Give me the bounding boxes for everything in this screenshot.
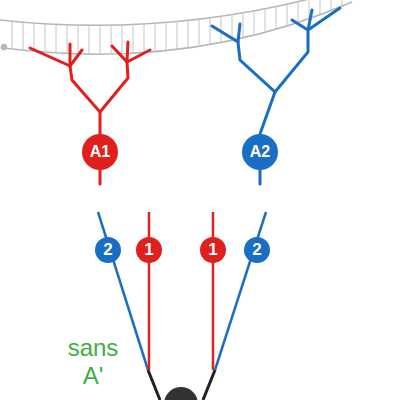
dendrite bbox=[238, 24, 240, 42]
band-hatch bbox=[243, 13, 244, 37]
axon-terminal bbox=[203, 370, 215, 400]
band-hatch bbox=[89, 25, 90, 54]
band-hatch bbox=[331, 0, 332, 10]
neuron-soma: A2 bbox=[242, 134, 278, 170]
axon bbox=[259, 170, 262, 184]
callout-number: 1 bbox=[136, 237, 162, 263]
a2-dendrites bbox=[212, 8, 340, 184]
callout-number: 2 bbox=[244, 237, 270, 263]
band-upper-edge bbox=[0, 0, 360, 25]
annotation-text: sans A' bbox=[56, 334, 130, 390]
node-label: A1 bbox=[90, 143, 110, 161]
band-hatch bbox=[265, 9, 266, 31]
neuron-soma: A1 bbox=[82, 134, 118, 170]
dendrite bbox=[308, 8, 340, 30]
callout-number: 1 bbox=[200, 237, 226, 263]
band-hatch bbox=[298, 2, 299, 22]
band-hatch bbox=[276, 7, 277, 29]
axon bbox=[148, 212, 151, 370]
axon-terminal bbox=[148, 370, 160, 400]
dendrite bbox=[212, 26, 275, 134]
band-hatch bbox=[210, 18, 211, 44]
node-label: A2 bbox=[250, 143, 270, 161]
band-hatch bbox=[111, 25, 112, 54]
band-hatch bbox=[166, 22, 167, 49]
band-hatch bbox=[12, 21, 13, 49]
band-hatch bbox=[199, 19, 200, 45]
band-hatch bbox=[309, 0, 310, 18]
band-hatch bbox=[100, 25, 101, 54]
axon bbox=[99, 170, 102, 184]
band-hatches bbox=[12, 0, 342, 54]
band-hatch bbox=[34, 23, 35, 51]
target-cell bbox=[164, 387, 198, 400]
dendrite bbox=[30, 48, 100, 134]
band-hatch bbox=[287, 4, 288, 25]
band-hatch bbox=[254, 11, 255, 34]
dendrite bbox=[127, 42, 128, 62]
band-hatch bbox=[155, 23, 156, 51]
callout-number: 2 bbox=[95, 237, 121, 263]
band-hatch bbox=[67, 25, 68, 54]
band-lower-edge bbox=[4, 2, 352, 54]
band-hatch bbox=[221, 16, 222, 41]
band-hatch bbox=[45, 24, 46, 53]
node-label: 1 bbox=[208, 240, 217, 260]
band-hatch bbox=[56, 24, 57, 53]
axon bbox=[212, 212, 215, 370]
band-hatch bbox=[188, 20, 189, 47]
band-hatch bbox=[320, 0, 321, 14]
dendrite bbox=[100, 46, 128, 112]
node-label: 2 bbox=[252, 240, 261, 260]
dendrite bbox=[275, 20, 308, 92]
band-hatch bbox=[144, 24, 145, 52]
dendrite bbox=[70, 50, 82, 66]
band-hatch bbox=[177, 22, 178, 49]
node-label: 1 bbox=[144, 240, 153, 260]
node-label: 2 bbox=[103, 240, 112, 260]
band-hatch bbox=[133, 25, 134, 53]
band-hatch bbox=[232, 15, 233, 39]
axon-bundle bbox=[98, 212, 266, 400]
band-hatch bbox=[78, 25, 79, 54]
dendrite bbox=[127, 50, 150, 62]
band-hatch bbox=[342, 0, 343, 6]
band-hatch bbox=[23, 22, 24, 50]
band-end-dot bbox=[2, 45, 7, 50]
axon bbox=[215, 212, 266, 370]
band-hatch bbox=[122, 25, 123, 54]
a1-dendrites bbox=[30, 42, 150, 184]
